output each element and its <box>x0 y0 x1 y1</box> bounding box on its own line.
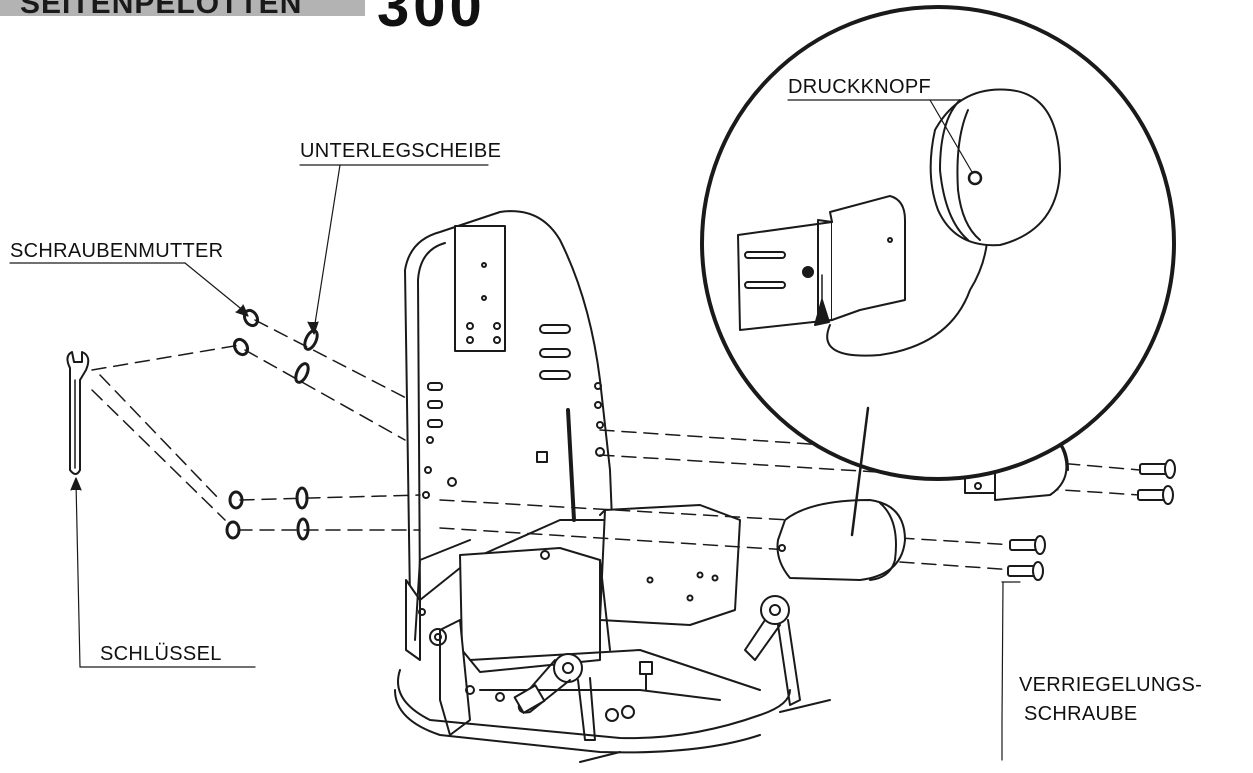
label-verriegelungsschraube-line1: VERRIEGELUNGS- <box>1019 674 1203 696</box>
washer-fourth <box>296 517 310 541</box>
side-pad-large <box>776 499 906 581</box>
locking-screw-top-right <box>1139 459 1176 479</box>
locking-screw-second-right <box>1137 485 1174 505</box>
label-verriegelungsschraube-line2: SCHRAUBE <box>1024 703 1138 725</box>
section-code: 300 <box>377 0 486 39</box>
locking-screw-fourth <box>1007 561 1044 581</box>
washer-second <box>294 362 310 384</box>
washer-top <box>303 329 319 351</box>
label-schluessel: SCHLÜSSEL <box>100 643 222 665</box>
section-title: SEITENPELOTTEN <box>20 0 302 16</box>
nut-left-top <box>242 308 260 328</box>
detail-callout-circle <box>700 5 1176 537</box>
seat-back-plate <box>404 210 613 601</box>
nut-left-fourth <box>225 520 241 540</box>
wrench-part <box>66 351 90 475</box>
label-schraubenmutter: SCHRAUBENMUTTER <box>10 240 224 262</box>
nut-left-second <box>232 337 250 357</box>
label-unterlegscheibe: UNTERLEGSCHEIBE <box>300 140 502 162</box>
label-druckknopf: DRUCKKNOPF <box>788 76 932 98</box>
section-header-band: SEITENPELOTTEN <box>0 0 365 16</box>
locking-screw-third <box>1009 535 1046 555</box>
leader-lines <box>9 99 1021 761</box>
seat-frame <box>394 504 831 763</box>
